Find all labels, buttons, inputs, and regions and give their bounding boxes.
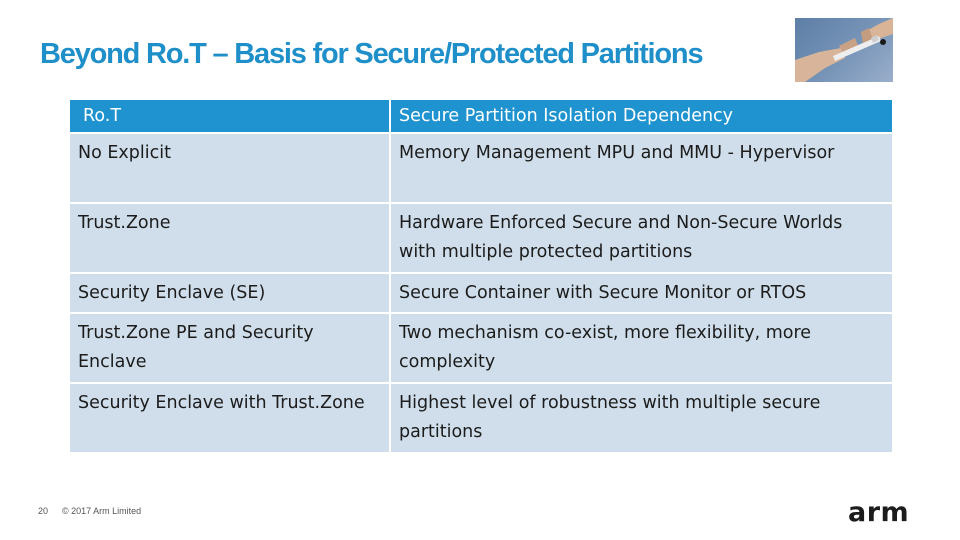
table-row: No Explicit Memory Management MPU and MM… [70, 132, 892, 203]
baton-handoff-photo [795, 18, 893, 82]
rot-cell: Security Enclave with Trust.Zone [70, 382, 390, 452]
header-rot: Ro.T [70, 100, 390, 134]
rot-cell: Trust.Zone [70, 202, 390, 273]
dependency-cell: Memory Management MPU and MMU - Hypervis… [389, 132, 892, 203]
rot-cell: No Explicit [70, 132, 390, 203]
dependency-cell: Two mechanism co-exist, more flexibility… [389, 312, 892, 383]
arm-logo: arm [848, 497, 910, 528]
table-row: Security Enclave with Trust.Zone Highest… [70, 382, 892, 452]
slide-title: Beyond Ro.T – Basis for Secure/Protected… [40, 38, 704, 70]
table-row: Security Enclave (SE) Secure Container w… [70, 272, 892, 313]
dependency-cell: Secure Container with Secure Monitor or … [389, 272, 892, 313]
table-row: Trust.Zone PE and Security Enclave Two m… [70, 312, 892, 383]
table-header-row: Ro.T Secure Partition Isolation Dependen… [70, 100, 892, 134]
page-number: 20 [38, 506, 49, 516]
dependency-cell: Highest level of robustness with multipl… [389, 382, 892, 452]
table-row: Trust.Zone Hardware Enforced Secure and … [70, 202, 892, 273]
rot-cell: Security Enclave (SE) [70, 272, 390, 313]
rot-comparison-table: Ro.T Secure Partition Isolation Dependen… [70, 100, 892, 452]
dependency-cell: Hardware Enforced Secure and Non-Secure … [389, 202, 892, 273]
rot-cell: Trust.Zone PE and Security Enclave [70, 312, 390, 383]
header-isolation-dependency: Secure Partition Isolation Dependency [389, 100, 892, 134]
copyright-text: © 2017 Arm Limited [62, 506, 142, 516]
